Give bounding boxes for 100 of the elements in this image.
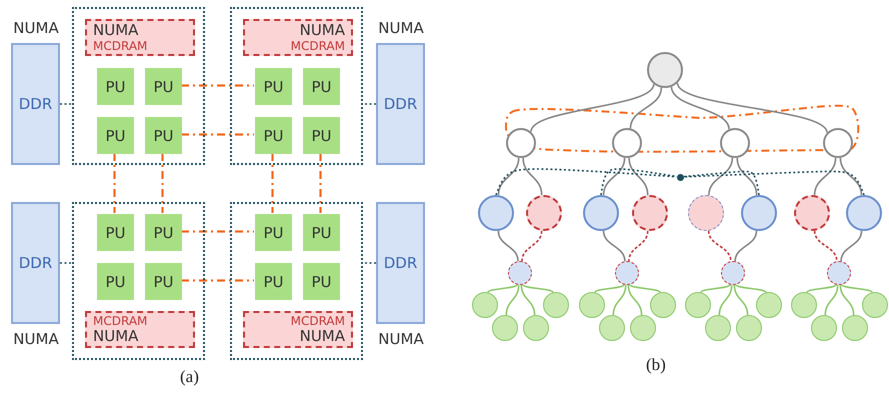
tree-link bbox=[612, 284, 627, 316]
tree-link bbox=[498, 158, 520, 196]
region-title: NUMA bbox=[93, 328, 140, 345]
tree-node bbox=[478, 195, 514, 231]
region-subtitle: MCDRAM bbox=[290, 39, 345, 53]
tree-link bbox=[814, 158, 836, 196]
memory-module: DDR bbox=[376, 43, 425, 165]
tree-link bbox=[840, 284, 854, 316]
tree-link bbox=[530, 84, 655, 132]
dash-link bbox=[181, 279, 254, 282]
dotted-region bbox=[230, 7, 363, 165]
dash-link bbox=[113, 153, 116, 213]
processing-unit: PU bbox=[97, 117, 134, 154]
dash-link bbox=[181, 230, 254, 233]
tree-node bbox=[583, 195, 619, 231]
leaf-node bbox=[630, 315, 656, 341]
dotted-link bbox=[600, 168, 677, 196]
tree-node bbox=[615, 261, 639, 285]
processing-unit: PU bbox=[145, 263, 182, 300]
tree-link bbox=[594, 284, 625, 293]
numa-label: NUMA bbox=[12, 330, 60, 348]
tree-node bbox=[612, 128, 642, 158]
processing-unit: PU bbox=[303, 68, 340, 105]
tree-link bbox=[630, 88, 662, 128]
dash-link bbox=[708, 230, 732, 262]
processing-unit: PU bbox=[145, 214, 182, 251]
dash-link bbox=[521, 230, 542, 262]
tree-link bbox=[628, 284, 642, 316]
tree-node bbox=[794, 195, 830, 231]
tree-link bbox=[806, 284, 837, 293]
memory-region bbox=[85, 311, 195, 348]
dash-link bbox=[363, 103, 376, 105]
numa-label: NUMA bbox=[377, 330, 425, 348]
tree-link bbox=[824, 284, 839, 316]
panel-caption: (a) bbox=[180, 367, 199, 387]
tree-link bbox=[708, 158, 734, 196]
region-subtitle: MCDRAM bbox=[93, 314, 148, 328]
leaf-node bbox=[756, 292, 782, 318]
dash-link bbox=[628, 230, 649, 262]
leaf-node bbox=[791, 292, 817, 318]
tree-link bbox=[718, 284, 733, 316]
processing-unit: PU bbox=[255, 117, 292, 154]
processing-unit: PU bbox=[97, 263, 134, 300]
dotted-region bbox=[72, 7, 205, 165]
processing-unit: PU bbox=[145, 68, 182, 105]
tree-link bbox=[700, 284, 731, 293]
leaf-node bbox=[842, 315, 868, 341]
processing-unit: PU bbox=[303, 117, 340, 154]
panel-caption: (b) bbox=[646, 355, 666, 375]
processing-unit: PU bbox=[255, 214, 292, 251]
dotted-link bbox=[683, 170, 760, 196]
dotted-link bbox=[495, 168, 677, 196]
tree-link bbox=[676, 82, 828, 134]
dotted-link bbox=[683, 170, 865, 196]
tree-link bbox=[522, 158, 543, 196]
memory-module: DDR bbox=[11, 202, 60, 324]
leaf-node bbox=[862, 292, 888, 318]
tree-link bbox=[506, 284, 520, 316]
tree-link bbox=[734, 230, 758, 262]
tree-node bbox=[526, 195, 562, 231]
tree-link bbox=[602, 158, 626, 196]
numa-label: NUMA bbox=[377, 19, 425, 37]
memory-region bbox=[85, 19, 195, 56]
tree-link bbox=[520, 284, 536, 316]
processing-unit: PU bbox=[97, 214, 134, 251]
leaf-node bbox=[705, 315, 731, 341]
memory-module: DDR bbox=[376, 202, 425, 324]
processing-unit: PU bbox=[145, 117, 182, 154]
tree-node bbox=[688, 195, 724, 231]
dash-link bbox=[60, 103, 72, 105]
dotted-region bbox=[72, 202, 205, 360]
leaf-node bbox=[543, 292, 569, 318]
tree-node bbox=[827, 261, 851, 285]
region-subtitle: MCDRAM bbox=[290, 314, 345, 328]
leaf-node bbox=[472, 292, 498, 318]
leaf-node bbox=[736, 315, 762, 341]
tree-link bbox=[498, 230, 519, 262]
memory-module: DDR bbox=[11, 43, 60, 165]
dash-link bbox=[181, 133, 254, 136]
tree-node bbox=[721, 261, 745, 285]
tree-link bbox=[602, 230, 626, 262]
processing-unit: PU bbox=[303, 263, 340, 300]
leaf-node bbox=[650, 292, 676, 318]
leaf-node bbox=[523, 315, 549, 341]
processing-unit: PU bbox=[255, 263, 292, 300]
leaf-node bbox=[492, 315, 518, 341]
tree-link bbox=[487, 284, 518, 293]
junction-dot bbox=[676, 174, 684, 180]
tree-root-node bbox=[647, 52, 683, 88]
tree-node bbox=[720, 128, 750, 158]
memory-region bbox=[243, 311, 353, 348]
dash-link bbox=[181, 84, 254, 87]
region-title: NUMA bbox=[298, 328, 345, 345]
region-title: NUMA bbox=[298, 22, 345, 39]
tree-link bbox=[629, 284, 661, 293]
region-subtitle: MCDRAM bbox=[93, 39, 148, 53]
tree-link bbox=[840, 230, 862, 262]
processing-unit: PU bbox=[255, 68, 292, 105]
dash-link bbox=[319, 153, 322, 213]
tree-link bbox=[670, 86, 730, 130]
